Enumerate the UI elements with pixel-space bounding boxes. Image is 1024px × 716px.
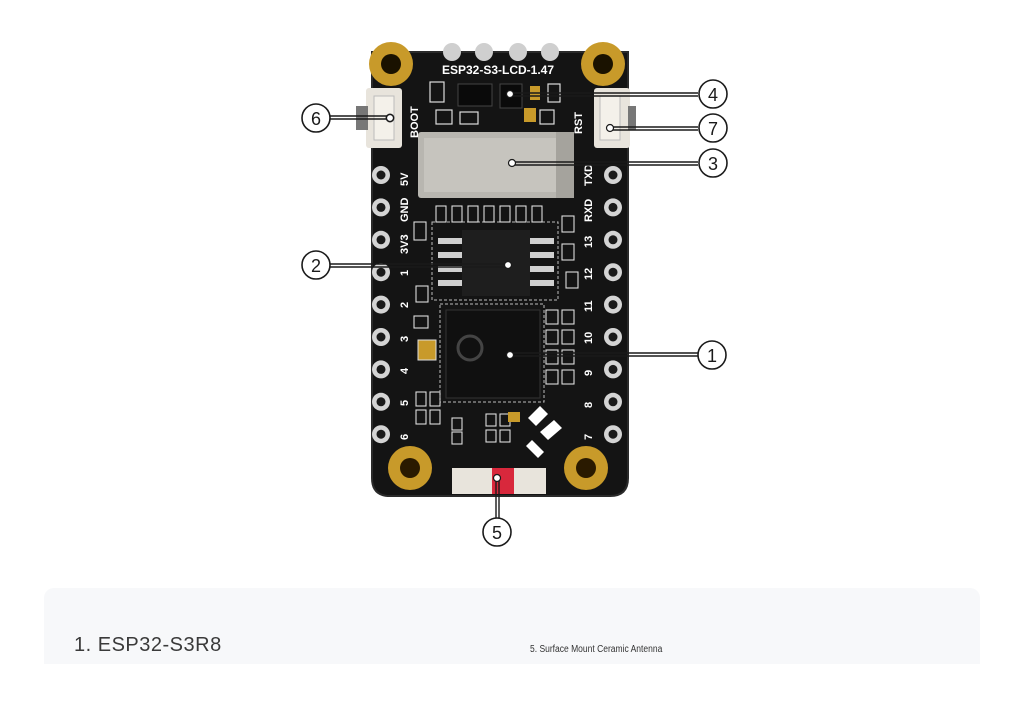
flash-chip	[431, 205, 559, 301]
pin-label-4: 4	[399, 367, 411, 374]
esp32-chip	[439, 303, 545, 403]
pin-hole-center	[376, 170, 386, 180]
pin-hole-center	[608, 364, 618, 374]
top-pads	[443, 43, 559, 61]
pin-hole-center	[376, 397, 386, 407]
pin-label-10: 10	[583, 332, 595, 344]
svg-text:1: 1	[707, 346, 717, 366]
pin-label-12: 12	[583, 268, 595, 280]
pin-label-rxd: RXD	[583, 199, 595, 222]
pin-label-5v: 5V	[399, 172, 411, 186]
callout-5: 5	[482, 517, 512, 547]
board-label: ESP32-S3-LCD-1.47	[442, 63, 554, 77]
board-photo: ESP32-S3-LCD-1.47 BOOT RST 5V GND 3V3 1 …	[301, 42, 728, 547]
callout-1: 1	[697, 340, 727, 370]
pin-hole-center	[376, 202, 386, 212]
svg-text:7: 7	[708, 119, 718, 139]
pin-label-13: 13	[583, 236, 595, 248]
page-bottom	[0, 664, 1024, 716]
legend-item-5: 5. Surface Mount Ceramic Antenna	[530, 644, 663, 655]
crystal	[417, 339, 437, 361]
pin-label-3v3: 3V3	[399, 234, 411, 254]
callout-4: 4	[698, 79, 728, 109]
rst-label: RST	[573, 112, 585, 134]
boot-button	[356, 88, 402, 148]
pin-label-3: 3	[399, 336, 411, 342]
boot-label: BOOT	[409, 106, 421, 138]
passive-components	[413, 215, 579, 445]
metal-shield	[418, 132, 574, 198]
svg-text:4: 4	[708, 85, 718, 105]
pin-label-gnd: GND	[399, 198, 411, 223]
pin-hole-center	[608, 300, 618, 310]
pin-hole-center	[376, 332, 386, 342]
callout-leaders	[330, 89, 698, 518]
svg-text:2: 2	[311, 256, 321, 276]
pin-hole-center	[608, 235, 618, 245]
callout-2: 2	[301, 250, 331, 280]
mounting-holes	[369, 42, 625, 490]
pin-label-1: 1	[399, 270, 411, 276]
svg-text:5: 5	[492, 523, 502, 543]
pin-label-2: 2	[399, 302, 411, 308]
svg-text:6: 6	[311, 109, 321, 129]
rst-button	[594, 88, 636, 148]
pin-hole-center	[608, 429, 618, 439]
pin-hole-center	[376, 364, 386, 374]
pin-label-6: 6	[399, 434, 411, 440]
pin-hole-center	[608, 170, 618, 180]
pin-label-7: 7	[583, 434, 595, 440]
pin-label-11: 11	[583, 300, 595, 312]
gold-component	[508, 412, 520, 422]
pin-hole-center	[376, 300, 386, 310]
logo	[526, 406, 562, 458]
callout-3: 3	[698, 148, 728, 178]
pin-label-8: 8	[583, 402, 595, 408]
pin-hole-center	[376, 235, 386, 245]
callout-6: 6	[301, 103, 331, 133]
pin-hole-center	[608, 397, 618, 407]
callout-7: 7	[698, 113, 728, 143]
pin-hole-center	[376, 429, 386, 439]
pin-label-5: 5	[399, 400, 411, 406]
pin-hole-center	[376, 267, 386, 277]
svg-text:3: 3	[708, 154, 718, 174]
pin-hole-center	[608, 267, 618, 277]
pin-hole-center	[608, 202, 618, 212]
pin-hole-center	[608, 332, 618, 342]
pin-label-txd: TXD	[583, 164, 595, 186]
header-pins	[372, 166, 622, 444]
pin-label-9: 9	[583, 370, 595, 376]
legend-item-1: 1. ESP32-S3R8	[74, 634, 222, 656]
